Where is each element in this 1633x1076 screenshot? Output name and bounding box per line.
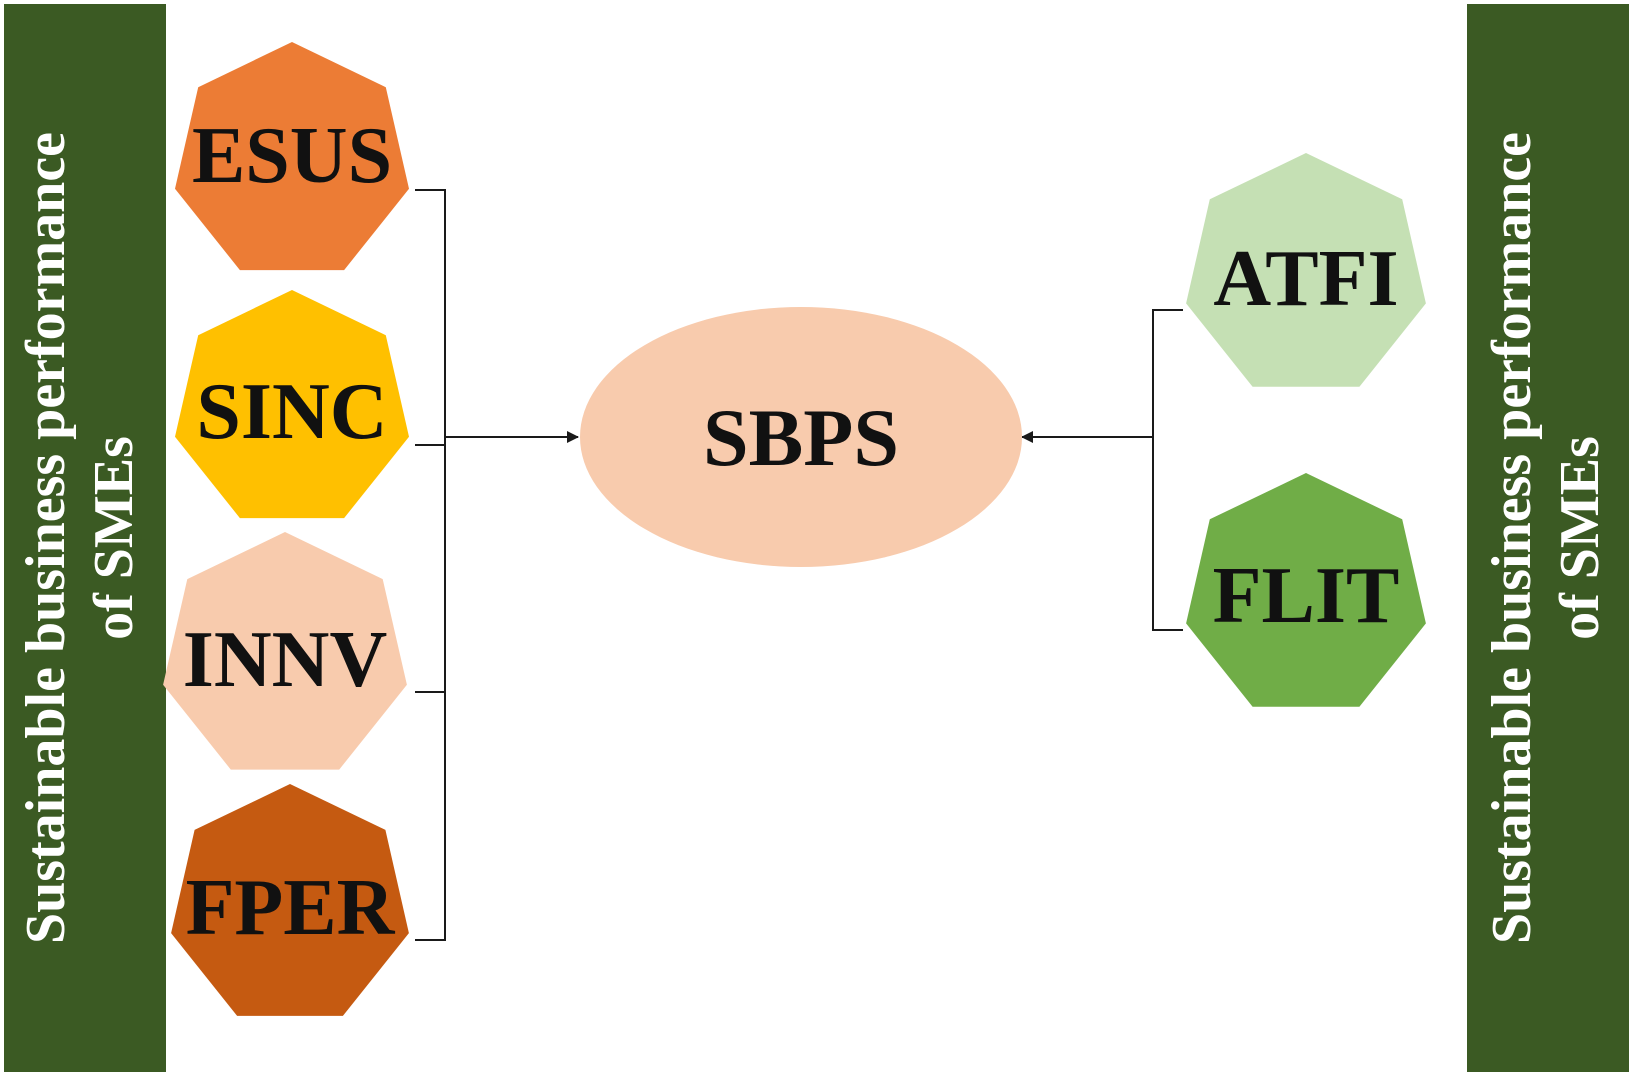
node-esus: ESUS <box>175 42 409 271</box>
center-ellipse <box>580 307 1022 567</box>
node-innv: INNV <box>163 532 407 770</box>
flit-heptagon <box>1186 473 1426 707</box>
node-sinc: SINC <box>175 290 409 519</box>
sinc-heptagon <box>175 290 409 519</box>
left-bracket-line <box>415 189 446 941</box>
fper-heptagon <box>171 784 409 1016</box>
esus-label: ESUS <box>192 112 392 200</box>
innv-heptagon <box>163 532 407 770</box>
left-banner-line2: of SMEs <box>83 436 145 640</box>
right-connectors <box>1021 309 1183 631</box>
fper-label: FPER <box>186 864 396 952</box>
center-label: SBPS <box>703 392 899 483</box>
atfi-label: ATFI <box>1213 235 1398 323</box>
node-atfi: ATFI <box>1186 153 1426 387</box>
flit-label: FLIT <box>1213 552 1400 640</box>
right-banner-background <box>1467 4 1629 1072</box>
node-flit: FLIT <box>1186 473 1426 707</box>
innv-label: INNV <box>183 616 387 704</box>
center-node-sbps: SBPS <box>580 307 1022 567</box>
atfi-heptagon <box>1186 153 1426 387</box>
node-fper: FPER <box>171 784 409 1016</box>
left-banner-line1: Sustainable business performance <box>15 132 77 944</box>
right-bracket-line <box>1152 309 1183 631</box>
left-banner-background <box>4 4 166 1072</box>
right-banner: Sustainable business performance of SMEs <box>1467 4 1629 1072</box>
right-banner-line1: Sustainable business performance <box>1481 132 1543 944</box>
right-banner-line2: of SMEs <box>1549 436 1611 640</box>
left-banner: Sustainable business performance of SMEs <box>4 4 166 1072</box>
sinc-label: SINC <box>196 368 387 456</box>
esus-heptagon <box>175 42 409 271</box>
left-connectors <box>415 189 579 941</box>
